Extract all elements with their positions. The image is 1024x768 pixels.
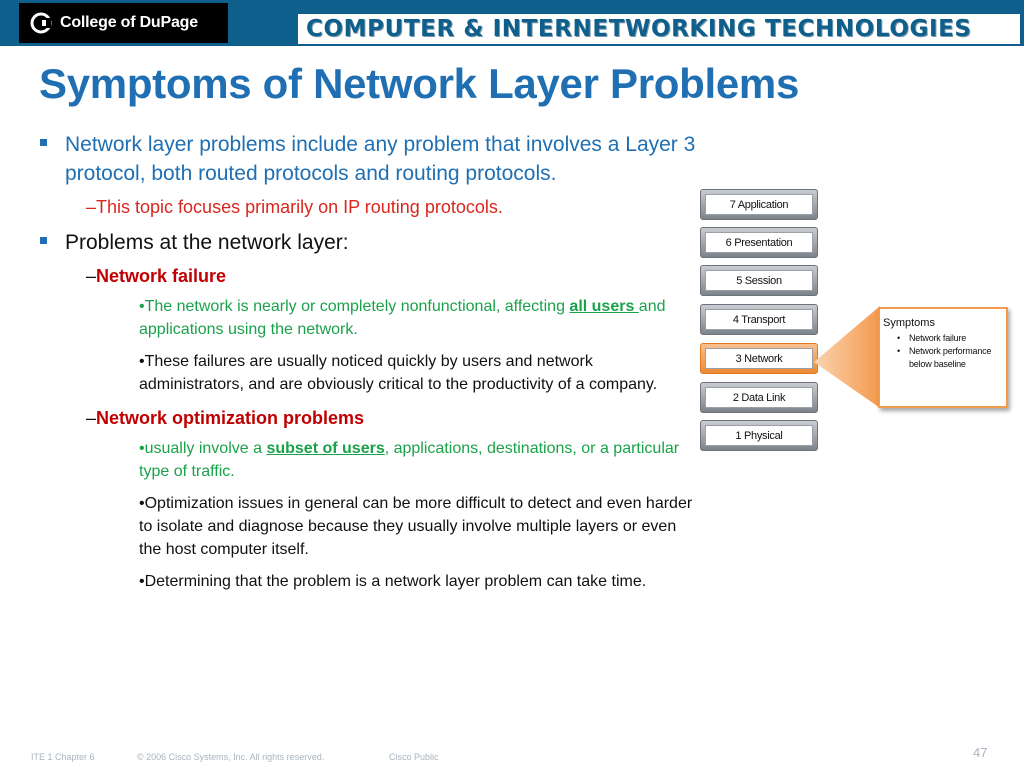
symptoms-callout: Symptoms • Network failure • Network perfo… xyxy=(878,307,1008,408)
dash-text: – xyxy=(86,408,97,428)
college-logo: College of DuPage xyxy=(19,3,228,43)
bullet-text: Problems at the network layer: xyxy=(65,231,349,254)
osi-layer-label: 4 Transport xyxy=(705,309,813,330)
network-optimization-point-1: •usually involve a subset of users, appl… xyxy=(139,437,699,483)
bullet-dot-icon: • xyxy=(897,346,900,356)
bullet-problems-at-network-layer: Problems at the network layer: xyxy=(40,228,700,257)
logo-text: College of DuPage xyxy=(60,14,198,31)
osi-layer-label: 2 Data Link xyxy=(705,387,813,408)
network-optimization-point-2: •Optimization issues in general can be m… xyxy=(139,495,693,558)
footer-chapter: ITE 1 Chapter 6 xyxy=(31,752,95,762)
header-bar: College of DuPage COMPUTER & INTERNETWOR… xyxy=(0,0,1024,46)
symptom-text: Network performance below baseline xyxy=(909,346,992,369)
footer-classification: Cisco Public xyxy=(389,752,439,762)
college-logo-icon xyxy=(30,12,52,34)
all-users-emphasis: all users xyxy=(569,298,639,315)
network-optimization-point-3: •Determining that the problem is a netwo… xyxy=(139,573,647,590)
point-text: and applications using the network. xyxy=(139,298,666,338)
osi-layer-highlighted: 3 Network xyxy=(700,343,818,374)
symptom-text: Network failure xyxy=(909,333,967,343)
page-number: 47 xyxy=(973,745,988,760)
slide-title: Symptoms of Network Layer Problems xyxy=(39,60,800,107)
point-text: •The network is nearly or completely non… xyxy=(139,298,570,315)
sub-bullet-text: This topic focuses primarily on IP routi… xyxy=(96,197,503,217)
square-bullet-icon xyxy=(40,139,47,146)
banner-text: COMPUTER & INTERNETWORKING TECHNOLOGIES xyxy=(306,16,972,42)
bullet-network-layer-problems: Network layer problems include any probl… xyxy=(40,130,700,188)
callout-wedge xyxy=(814,306,880,408)
subset-of-users-emphasis: subset of users xyxy=(266,440,385,457)
osi-layer-label: 3 Network xyxy=(705,348,813,369)
osi-layer-label: 5 Session xyxy=(705,270,813,291)
square-bullet-icon xyxy=(40,237,47,244)
network-optimization-heading: –Network optimization problems xyxy=(86,405,700,431)
network-failure-point-1: •The network is nearly or completely non… xyxy=(139,295,699,341)
point-text: , applications, destinations, or a parti… xyxy=(139,440,680,480)
heading-text: Network optimization problems xyxy=(96,408,365,428)
dash-text: – xyxy=(86,197,97,217)
osi-layer: 4 Transport xyxy=(700,304,818,335)
point-text: •usually involve a xyxy=(139,440,267,457)
osi-layer: 5 Session xyxy=(700,265,818,296)
network-failure-heading: –Network failure xyxy=(86,263,700,289)
osi-layer-label: 6 Presentation xyxy=(705,232,813,253)
osi-layer: 6 Presentation xyxy=(700,227,818,258)
symptom-item: • Network failure xyxy=(883,332,1002,345)
osi-layer-label: 1 Physical xyxy=(705,425,813,446)
network-failure-point-2: •These failures are usually noticed quic… xyxy=(139,353,658,393)
callout-pointer xyxy=(814,306,880,408)
osi-layer: 1 Physical xyxy=(700,420,818,451)
osi-model-diagram: 7 Application 6 Presentation 5 Session 4… xyxy=(700,189,818,451)
bullet-text: Network layer problems include any probl… xyxy=(65,133,696,185)
sub-bullet-ip-routing: –This topic focuses primarily on IP rout… xyxy=(86,194,700,220)
slide-body: Network layer problems include any probl… xyxy=(40,130,700,602)
symptoms-title: Symptoms xyxy=(883,317,935,329)
bullet-dot-icon: • xyxy=(897,333,900,343)
heading-text: Network failure xyxy=(96,266,227,286)
dash-text: – xyxy=(86,266,97,286)
symptom-item: • Network performance below baseline xyxy=(883,345,1002,371)
osi-layer-label: 7 Application xyxy=(705,194,813,215)
osi-layer: 2 Data Link xyxy=(700,382,818,413)
osi-layer: 7 Application xyxy=(700,189,818,220)
footer-copyright: © 2006 Cisco Systems, Inc. All rights re… xyxy=(137,752,325,762)
department-banner: COMPUTER & INTERNETWORKING TECHNOLOGIES xyxy=(298,14,1020,44)
